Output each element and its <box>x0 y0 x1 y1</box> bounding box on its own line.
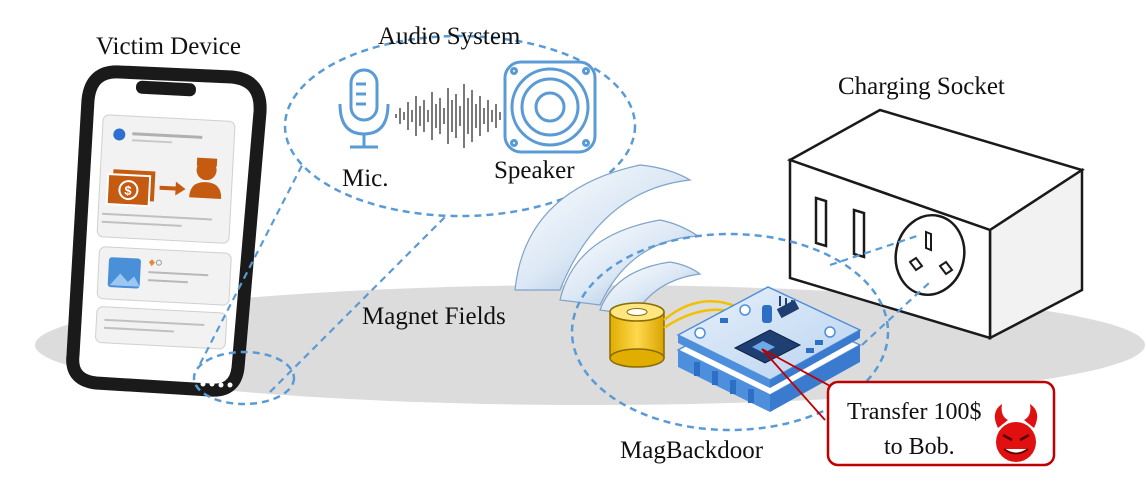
person-icon <box>189 157 222 199</box>
speaker-label: Speaker <box>494 157 575 184</box>
attack-message-line-2: to Bob. <box>884 434 955 460</box>
ground-shadow <box>35 285 1145 405</box>
phone: $ <box>66 65 267 397</box>
phone-bottom-speaker <box>200 381 233 388</box>
socket-slot-left <box>814 196 828 248</box>
attack-message-line-1: Transfer 100$ <box>847 399 981 425</box>
magbackdoor-label: MagBackdoor <box>620 437 764 464</box>
magnet-field-waves <box>514 164 702 316</box>
victim-device-label: Victim Device <box>96 33 241 60</box>
magbackdoor-callout <box>570 232 890 432</box>
magnet-fields-label: Magnet Fields <box>362 303 506 330</box>
callout-line-left <box>199 139 316 365</box>
callout-line-right <box>269 211 451 393</box>
money-transfer-icon: $ <box>105 169 186 208</box>
socket-outlet-round <box>894 213 966 297</box>
attack-pointer-line-2 <box>761 348 826 421</box>
speaker-icon <box>503 60 597 154</box>
devil-face-icon <box>994 404 1038 462</box>
charging-socket <box>786 108 1085 341</box>
socket-slot-middle <box>852 208 866 259</box>
magnetic-coil-icon <box>609 300 746 368</box>
charging-socket-label: Charging Socket <box>838 73 1005 100</box>
socket-line-top <box>829 233 921 267</box>
sound-wave-icon <box>395 84 501 148</box>
phone-audio-callout <box>192 350 296 406</box>
phone-card-post <box>96 246 232 306</box>
microphone-icon <box>338 68 390 149</box>
phone-card-text <box>95 306 228 350</box>
svg-text:$: $ <box>124 183 133 198</box>
mic-label: Mic. <box>342 165 389 192</box>
audio-system-label: Audio System <box>378 23 521 50</box>
phone-card-payment: $ <box>96 114 236 244</box>
socket-line-bottom <box>861 281 931 346</box>
